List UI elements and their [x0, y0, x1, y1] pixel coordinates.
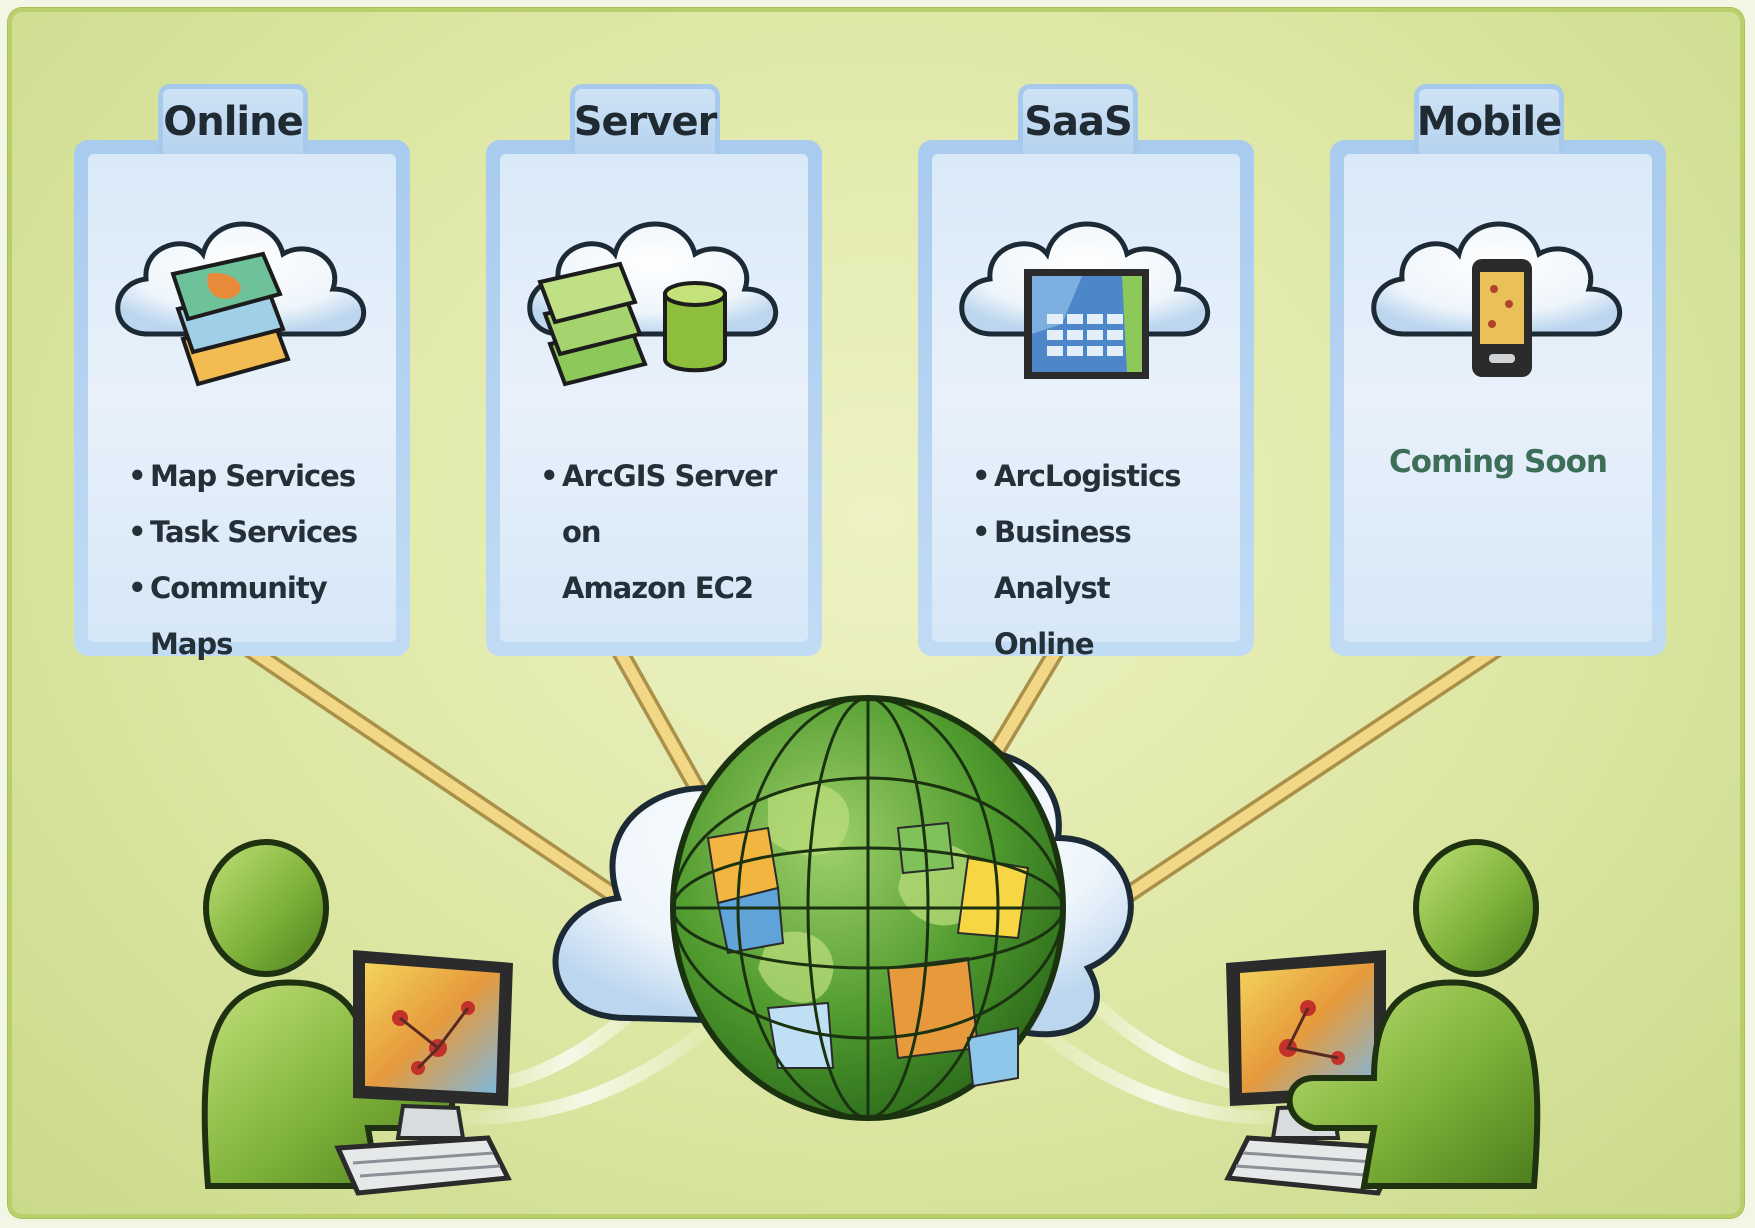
mobile-illustration	[1371, 221, 1623, 377]
list-item: Community Maps	[128, 560, 396, 672]
panel-online: Map Services Task Services Community Map…	[74, 84, 410, 664]
panel-tab-saas: SaaS	[1018, 84, 1138, 154]
database-icon	[663, 281, 727, 373]
keyboard-icon	[334, 1135, 512, 1196]
list-item: Map Services	[128, 448, 396, 504]
map-layers-icon	[170, 251, 291, 387]
panel-tab-server: Server	[570, 84, 720, 154]
saas-illustration	[959, 221, 1211, 379]
monitor-icon	[353, 950, 513, 1140]
map-layers-icon	[537, 261, 648, 387]
panel-tab-online: Online	[158, 84, 308, 154]
panel-mobile: Coming Soon Mobile	[1330, 84, 1666, 664]
online-illustration	[115, 221, 367, 387]
user-icon	[201, 839, 456, 1189]
coming-soon-label: Coming Soon	[1388, 444, 1608, 480]
dashboard-icon	[1024, 269, 1149, 379]
list-item: ArcLogistics	[972, 448, 1240, 504]
panel-card: Map Services Task Services Community Map…	[74, 140, 410, 661]
server-illustration	[527, 221, 779, 387]
panel-tab-mobile: Mobile	[1414, 84, 1564, 154]
list-item: Task Services	[128, 504, 396, 560]
online-service-list: Map Services Task Services Community Map…	[128, 448, 396, 672]
keyboard-icon	[1224, 1135, 1402, 1196]
panel-card: Coming Soon	[1330, 140, 1666, 656]
left-user	[201, 839, 513, 1196]
architecture-diagram: Map Services Task Services Community Map…	[8, 8, 1744, 1218]
diagram-scene	[201, 639, 1541, 1196]
smartphone-icon	[1472, 259, 1532, 377]
globe-icon	[670, 695, 1066, 1121]
user-icon	[1286, 839, 1541, 1189]
right-user	[1224, 839, 1541, 1196]
